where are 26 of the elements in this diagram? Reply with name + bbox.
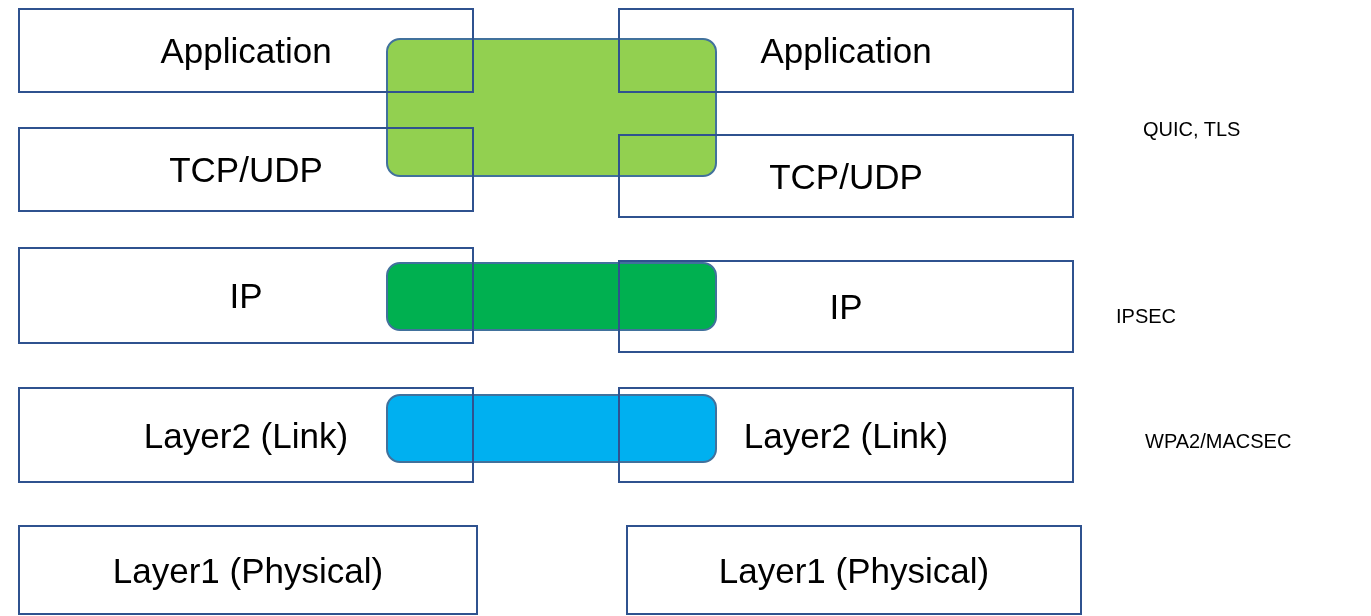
layer-name: IP [829,289,863,324]
layer-name: Layer2 (Link) [743,417,949,453]
protocol-label: WPA2/MACSEC [1145,431,1292,451]
layer-name: TCP/UDP [769,158,923,194]
layer-box [626,525,1082,615]
layer-box [18,8,474,93]
layer-box [18,247,474,344]
layer-box [18,525,478,615]
layer-box [18,387,474,483]
layer-box [18,127,474,212]
layer-box [618,260,1074,353]
overlay-block [386,394,717,463]
layer-box [618,387,1074,483]
layer-name: Application [160,33,332,68]
layer-name: Layer1 (Physical) [112,552,384,588]
layer-name: TCP/UDP [169,152,323,187]
layer-name: Layer2 (Link) [143,417,349,453]
layer-box [618,134,1074,218]
overlay-block [386,262,717,331]
layer-name: IP [229,278,263,313]
overlay-block [386,38,717,177]
layer-box [618,8,1074,93]
protocol-label: IPSEC [1116,306,1177,326]
protocol-label: QUIC, TLS [1143,119,1241,139]
layer-name: Layer1 (Physical) [718,552,990,588]
layer-name: Application [760,33,932,68]
